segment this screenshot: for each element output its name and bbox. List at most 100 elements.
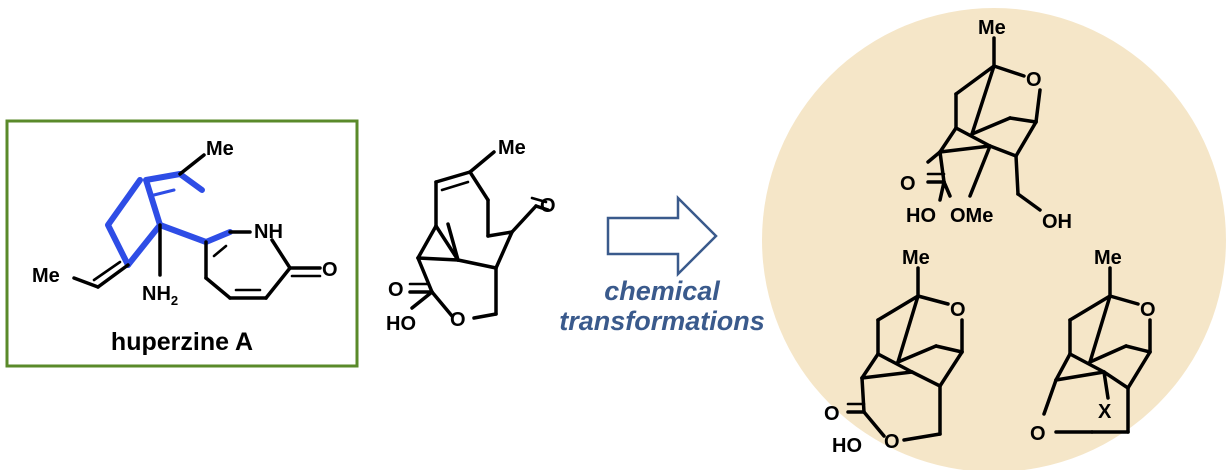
pr-bond-10 [1126,350,1152,390]
int-bond-ketone [534,204,550,212]
pl-bond-1 [916,294,950,306]
pl-bond-16 [902,432,942,442]
int-bond-acid [410,290,434,310]
int-bond-8 [510,204,538,234]
huperzine-highlight-ring [157,222,209,245]
int-bond-6 [434,224,460,262]
int-bond-5 [416,224,438,260]
int-bond-7 [486,230,514,238]
product-highlight-circle [762,8,1226,470]
pt-oh-label: OH [1042,211,1072,233]
pt-bond-8 [970,116,1012,136]
product-top-structure: Me O O HO OMe OH [900,17,1072,233]
pt-ho-label: HO [906,205,936,227]
pr-me-label: Me [1094,247,1122,269]
huperzine-nh-label: NH [254,221,283,243]
huperzine-me-ethylidene-label: Me [32,265,60,287]
pt-bond-9 [1008,116,1038,124]
pt-bond-14 [938,150,946,184]
pt-o-ring-label: O [1026,69,1042,91]
int-bond-1 [434,170,472,184]
int-bond-13 [416,256,434,294]
int-me-label: Me [498,137,526,159]
pl-bond-4 [896,294,920,364]
pl-bond-3 [876,294,920,322]
pt-bond-18 [968,144,992,198]
huperzine-bond-pyridone-double [212,244,228,258]
pl-me-label: Me [902,247,930,269]
pr-bond-8 [1088,344,1128,364]
pt-bond-1 [992,64,1026,78]
int-bond-9 [494,230,514,270]
pt-bond-6 [938,126,958,154]
pt-o-carbonyl-label: O [900,173,916,195]
pl-o-carbonyl-label: O [824,403,840,425]
pt-bond-20 [1016,192,1042,212]
huperzine-highlight-bridge-c [105,177,143,268]
huperzine-bond-ethylidene-double [92,260,122,282]
pl-bond-7 [876,352,914,374]
huperzine-highlight-bridge-b [177,171,205,193]
int-ho-label: HO [386,313,416,335]
pt-bond-13 [926,150,942,164]
hollow-arrow [606,194,718,278]
int-bond-10 [456,258,498,270]
huperzine-highlight-bridge-a [125,171,183,268]
pt-bond-4 [970,64,996,136]
pl-o-ring-label: O [950,299,966,321]
pr-bond-14 [1102,370,1110,400]
pl-o-lactone-label: O [884,431,900,453]
int-bond-1-double [440,180,470,192]
int-o-ketone-label: O [540,195,556,217]
pr-bond-3 [1068,294,1112,322]
int-o-lactone-label: O [450,309,466,331]
int-bond-me [468,150,496,174]
pt-bond-19 [1014,154,1020,196]
pr-bond-12 [1054,370,1106,382]
product-left-structure: Me O O HO O [824,247,966,457]
huperzine-a-name: huperzine A [111,328,253,356]
huperzine-highlight-double [148,188,176,198]
huperzine-a-panel: Me Me NH NH2 O huperzine A [5,119,359,368]
product-right-structure: Me O O X [1030,247,1156,445]
pr-bond-4 [1088,294,1112,364]
huperzine-bond-ring-5 [270,238,292,270]
int-o-acid-label: O [388,279,404,301]
pr-x-label: X [1098,401,1112,423]
pr-bond-13 [1042,378,1058,416]
pl-bond-11 [910,370,942,388]
pt-bond-3 [954,64,996,96]
pl-bond-12 [860,370,914,380]
pl-bond-9 [934,344,964,354]
pt-bond-10 [1014,120,1038,158]
transform-label-line1: chemical [604,276,720,306]
huperzine-nh2-text: NH [142,283,171,305]
pr-bond-11 [1102,370,1130,390]
pt-bond-7 [954,126,992,148]
huperzine-a-box [5,119,359,368]
pl-bond-15 [862,410,886,438]
int-bond-14 [430,290,454,318]
transform-label-line2: transformations [559,306,765,336]
pl-bond-10 [938,350,964,388]
pt-me-label: Me [978,17,1006,39]
huperzine-bond-ethylidene-2 [72,276,100,289]
int-bond-12 [416,256,460,262]
pl-bond-6 [860,352,880,380]
int-bond-ketone-double [530,196,548,204]
huperzine-nh2-label: NH2 [142,283,178,308]
pr-o-ring-label: O [1140,299,1156,321]
pl-bond-13 [860,376,866,414]
huperzine-bond-ethylidene-1 [96,263,130,289]
pr-bond-7 [1068,352,1106,374]
int-bond-2 [468,170,490,202]
pt-bond-12 [938,144,992,154]
huperzine-highlight-ring-b [203,229,233,245]
pr-bond-9 [1124,344,1152,354]
pt-bond-11 [988,144,1018,158]
huperzine-nh2-subscript: 2 [171,293,178,308]
huperzine-bond-me [178,153,206,176]
pt-bond-17 [938,180,946,202]
huperzine-me-label: Me [206,138,234,160]
